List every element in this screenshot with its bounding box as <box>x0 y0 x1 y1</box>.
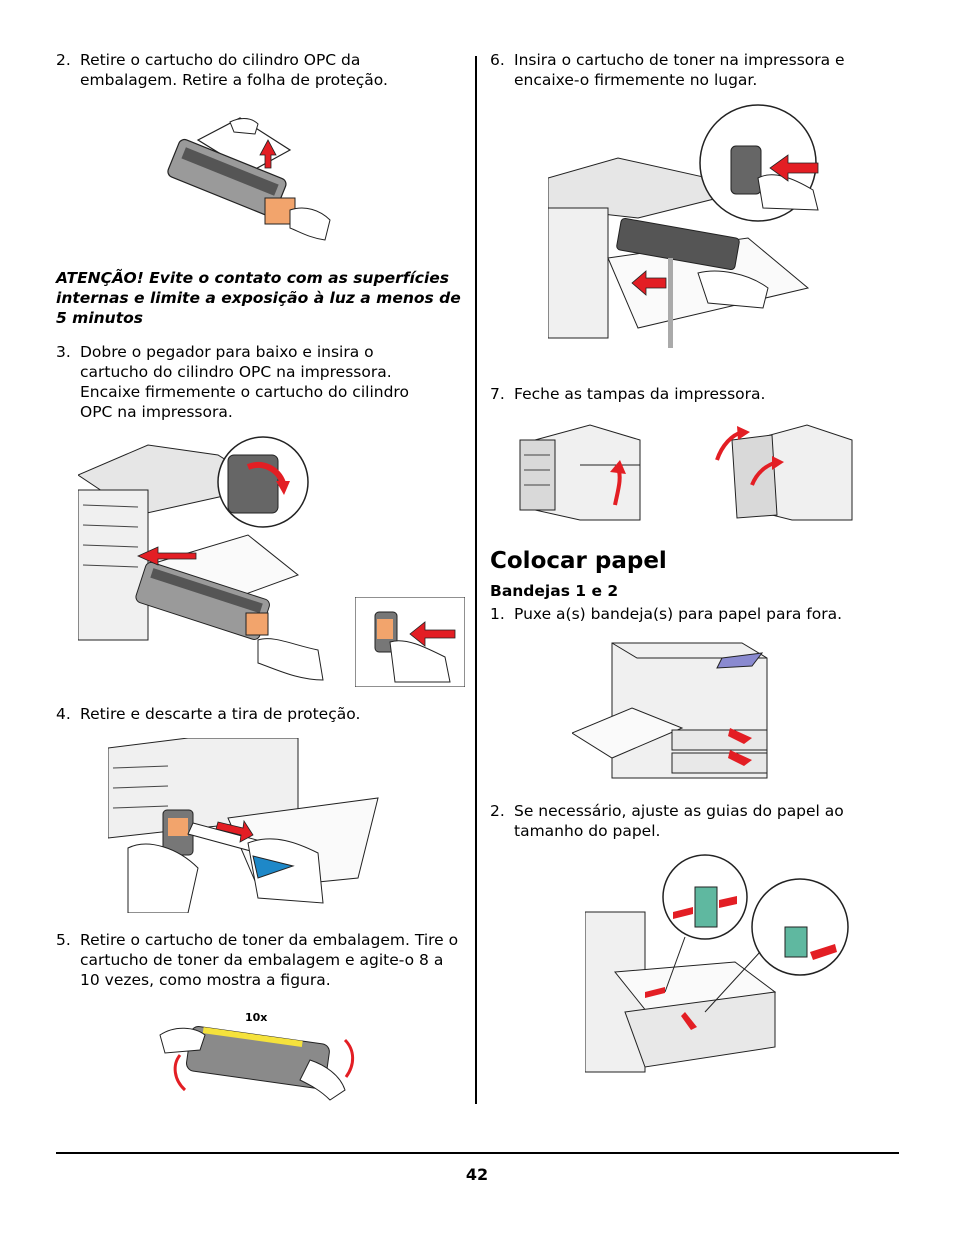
tray-step-1: 1. Puxe a(s) bandeja(s) para papel para … <box>490 604 885 624</box>
figure-pull-trays <box>572 638 770 783</box>
warning-note: ATENÇÃO! Evite o contato com as superfíc… <box>56 269 461 327</box>
step-number: 5. <box>56 931 71 949</box>
step-text: Se necessário, ajuste as guias do papel … <box>514 802 844 840</box>
step-number: 4. <box>56 705 71 723</box>
figure-shake-toner: 10x <box>150 1005 360 1105</box>
figure-opc-insert <box>78 435 333 688</box>
step-5: 5. Retire o cartucho de toner da embalag… <box>56 930 466 990</box>
tray-step-2: 2. Se necessário, ajuste as guias do pap… <box>490 801 885 841</box>
step-text: Puxe a(s) bandeja(s) para papel para for… <box>514 605 843 623</box>
figure-close-cover-1 <box>510 420 645 525</box>
step-number: 1. <box>490 605 505 623</box>
step-number: 6. <box>490 51 505 69</box>
step-2: 2. Retire o cartucho do cilindro OPC da … <box>56 50 436 90</box>
step-text: Retire o cartucho de toner da embalagem.… <box>80 931 459 989</box>
figure-toner-insert <box>548 98 833 356</box>
step-7: 7. Feche as tampas da impressora. <box>490 384 885 404</box>
step-number: 2. <box>56 51 71 69</box>
figure-remove-strip <box>108 738 380 913</box>
step-text: Retire e descarte a tira de proteção. <box>80 705 361 723</box>
subsection-title: Bandejas 1 e 2 <box>490 582 619 600</box>
step-3: 3. Dobre o pegador para baixo e insira o… <box>56 342 446 422</box>
figure-opc-unpack <box>160 110 335 252</box>
column-divider <box>475 56 477 1104</box>
figure-adjust-guides <box>585 852 853 1077</box>
step-6: 6. Insira o cartucho de toner na impress… <box>490 50 885 90</box>
step-text: Retire o cartucho do cilindro OPC da emb… <box>80 51 388 89</box>
step-text: Insira o cartucho de toner na impressora… <box>514 51 845 89</box>
figure-close-cover-2 <box>712 420 857 525</box>
page-number: 42 <box>465 1165 489 1184</box>
step-text: Dobre o pegador para baixo e insira o ca… <box>80 343 409 421</box>
step-number: 2. <box>490 802 505 820</box>
section-title: Colocar papel <box>490 548 667 574</box>
step-4: 4. Retire e descarte a tira de proteção. <box>56 704 446 724</box>
step-number: 3. <box>56 343 71 361</box>
step-text: Feche as tampas da impressora. <box>514 385 766 403</box>
footer-rule <box>56 1152 899 1154</box>
shake-count-label: 10x <box>245 1011 267 1024</box>
figure-opc-seat <box>355 597 465 687</box>
step-number: 7. <box>490 385 505 403</box>
